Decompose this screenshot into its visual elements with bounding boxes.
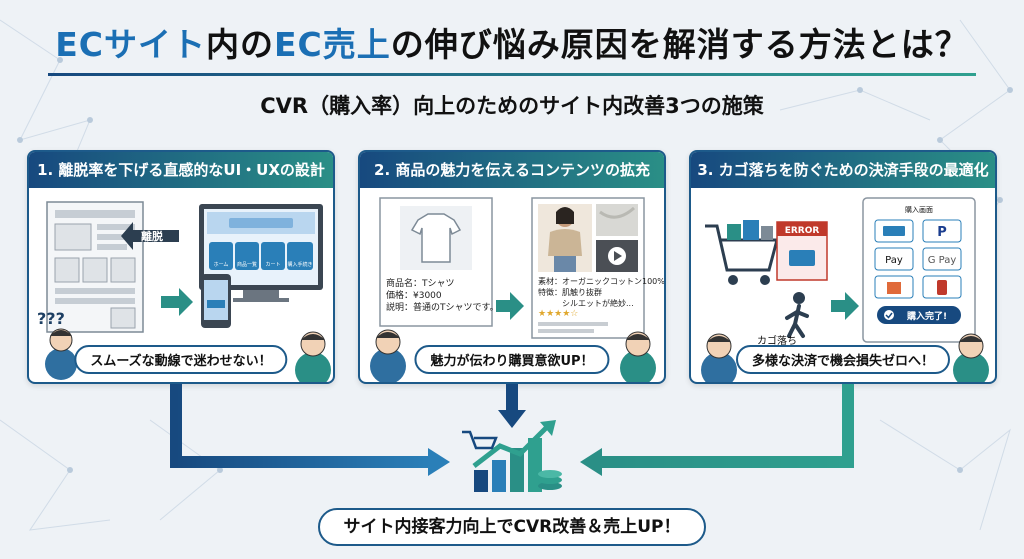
card-benefit-pill: スムーズな動線で迷わせない！ — [74, 345, 288, 374]
smartphone-icon — [201, 274, 231, 328]
page-subtitle: CVR（購入率）向上のためのサイト内改善3つの施策 — [260, 94, 764, 118]
tshirt-icon — [410, 213, 462, 263]
final-result-banner: サイト内接客力向上でCVR改善＆売上UP！ — [318, 508, 706, 546]
store-icon — [887, 282, 901, 294]
card-payment-optimization: 3. カゴ落ちを防ぐための決済手段の最適化 ERROR カゴ落ち — [689, 150, 997, 384]
after-product-material: 素材：オーガニックコットン100% — [538, 277, 665, 286]
rating-stars: ★★★★☆ — [538, 309, 578, 319]
card-heading: 1. 離脱率を下げる直感的なUI・UXの設計 — [29, 152, 333, 188]
cluttered-page-icon — [46, 201, 144, 333]
question-marks: ??? — [37, 309, 65, 328]
payment-options: P Pay G Pay — [874, 219, 962, 299]
purchase-complete-label: 購入完了! — [906, 310, 947, 322]
nav-cart-label: カート — [265, 262, 280, 268]
title-part-rest: の伸び悩み原因を解消する方法とは？ — [390, 25, 969, 64]
google-pay-icon: G Pay — [928, 255, 957, 266]
checkout-panel-title: 購入画面 — [905, 205, 933, 214]
card-benefit-pill: 魅力が伝わり購買意欲UP！ — [414, 345, 610, 374]
nav-buttons: ホーム 商品一覧 カート 購入手続き — [209, 242, 313, 270]
improve-arrow — [496, 292, 524, 320]
payment-option-paypal — [922, 219, 962, 243]
nav-button-products — [235, 242, 259, 270]
paypal-icon: P — [937, 225, 947, 240]
after-product-feature: 特徴：肌触り抜群 — [538, 288, 602, 297]
shopping-cart-icon — [705, 220, 779, 285]
confused-person-icon — [45, 328, 77, 380]
before-product-name: 商品名：Tシャツ — [386, 279, 455, 289]
cart-drop-label: カゴ落ち — [757, 334, 797, 347]
page-title: ECサイト内のEC売上の伸び悩み原因を解消する方法とは？ — [0, 18, 1024, 66]
neutral-person-icon — [370, 329, 406, 382]
nav-button-home — [209, 242, 233, 270]
nav-checkout-label: 購入手続き — [287, 261, 312, 268]
card-content-enrichment: 2. 商品の魅力を伝えるコンテンツの拡充 ★★★★☆ — [358, 150, 666, 384]
before-product-price: 価格：¥3000 — [386, 291, 442, 301]
payment-option-apple-pay — [874, 247, 914, 271]
error-label: ERROR — [785, 226, 820, 236]
growth-chart-icon — [462, 420, 562, 492]
content-illustration: ★★★★☆ — [370, 197, 656, 382]
bounce-arrow — [121, 222, 179, 250]
satisfied-person-icon — [953, 333, 989, 382]
improve-arrow — [161, 288, 193, 316]
card-heading: 3. カゴ落ちを防ぐための決済手段の最適化 — [691, 152, 995, 188]
flow-arrow-right — [600, 384, 854, 468]
excited-person-icon — [620, 331, 656, 382]
improve-arrow — [831, 292, 859, 320]
ui-ux-illustration: 離脱 ??? — [37, 201, 331, 382]
nav-button-cart — [261, 242, 285, 270]
payment-illustration: ERROR カゴ落ち 購入画面 P Pay G P — [701, 197, 989, 382]
title-part-within: 内の — [206, 25, 274, 64]
error-card-icon — [776, 221, 828, 281]
purchase-complete-badge — [877, 306, 961, 324]
nav-products-label: 商品一覧 — [237, 261, 257, 268]
nav-home-label: ホーム — [214, 262, 229, 268]
happy-person-icon — [295, 331, 331, 382]
title-part-ec-sales: EC売上 — [274, 25, 391, 64]
card-ui-ux-design: 1. 離脱率を下げる直感的なUI・UXの設計 離脱 — [27, 150, 335, 384]
mobile-payment-icon — [937, 280, 947, 295]
worried-person-icon — [701, 333, 737, 382]
bounce-label: 離脱 — [141, 229, 163, 243]
apple-pay-icon: Pay — [885, 255, 903, 266]
card-benefit-pill: 多様な決済で機会損失ゼロへ！ — [735, 345, 951, 374]
card-heading: 2. 商品の魅力を伝えるコンテンツの拡充 — [360, 152, 664, 188]
flow-arrow-left — [170, 384, 430, 468]
title-part-ec-site: ECサイト — [55, 25, 206, 64]
before-product-desc: 説明：普通のTシャツです。 — [386, 303, 499, 313]
nav-button-checkout — [287, 242, 313, 270]
payment-option-google-pay — [922, 247, 962, 271]
title-underline — [48, 73, 976, 76]
after-product-silhouette: シルエットが絶妙... — [538, 299, 634, 308]
walking-away-icon — [785, 292, 809, 338]
check-icon — [884, 310, 894, 320]
